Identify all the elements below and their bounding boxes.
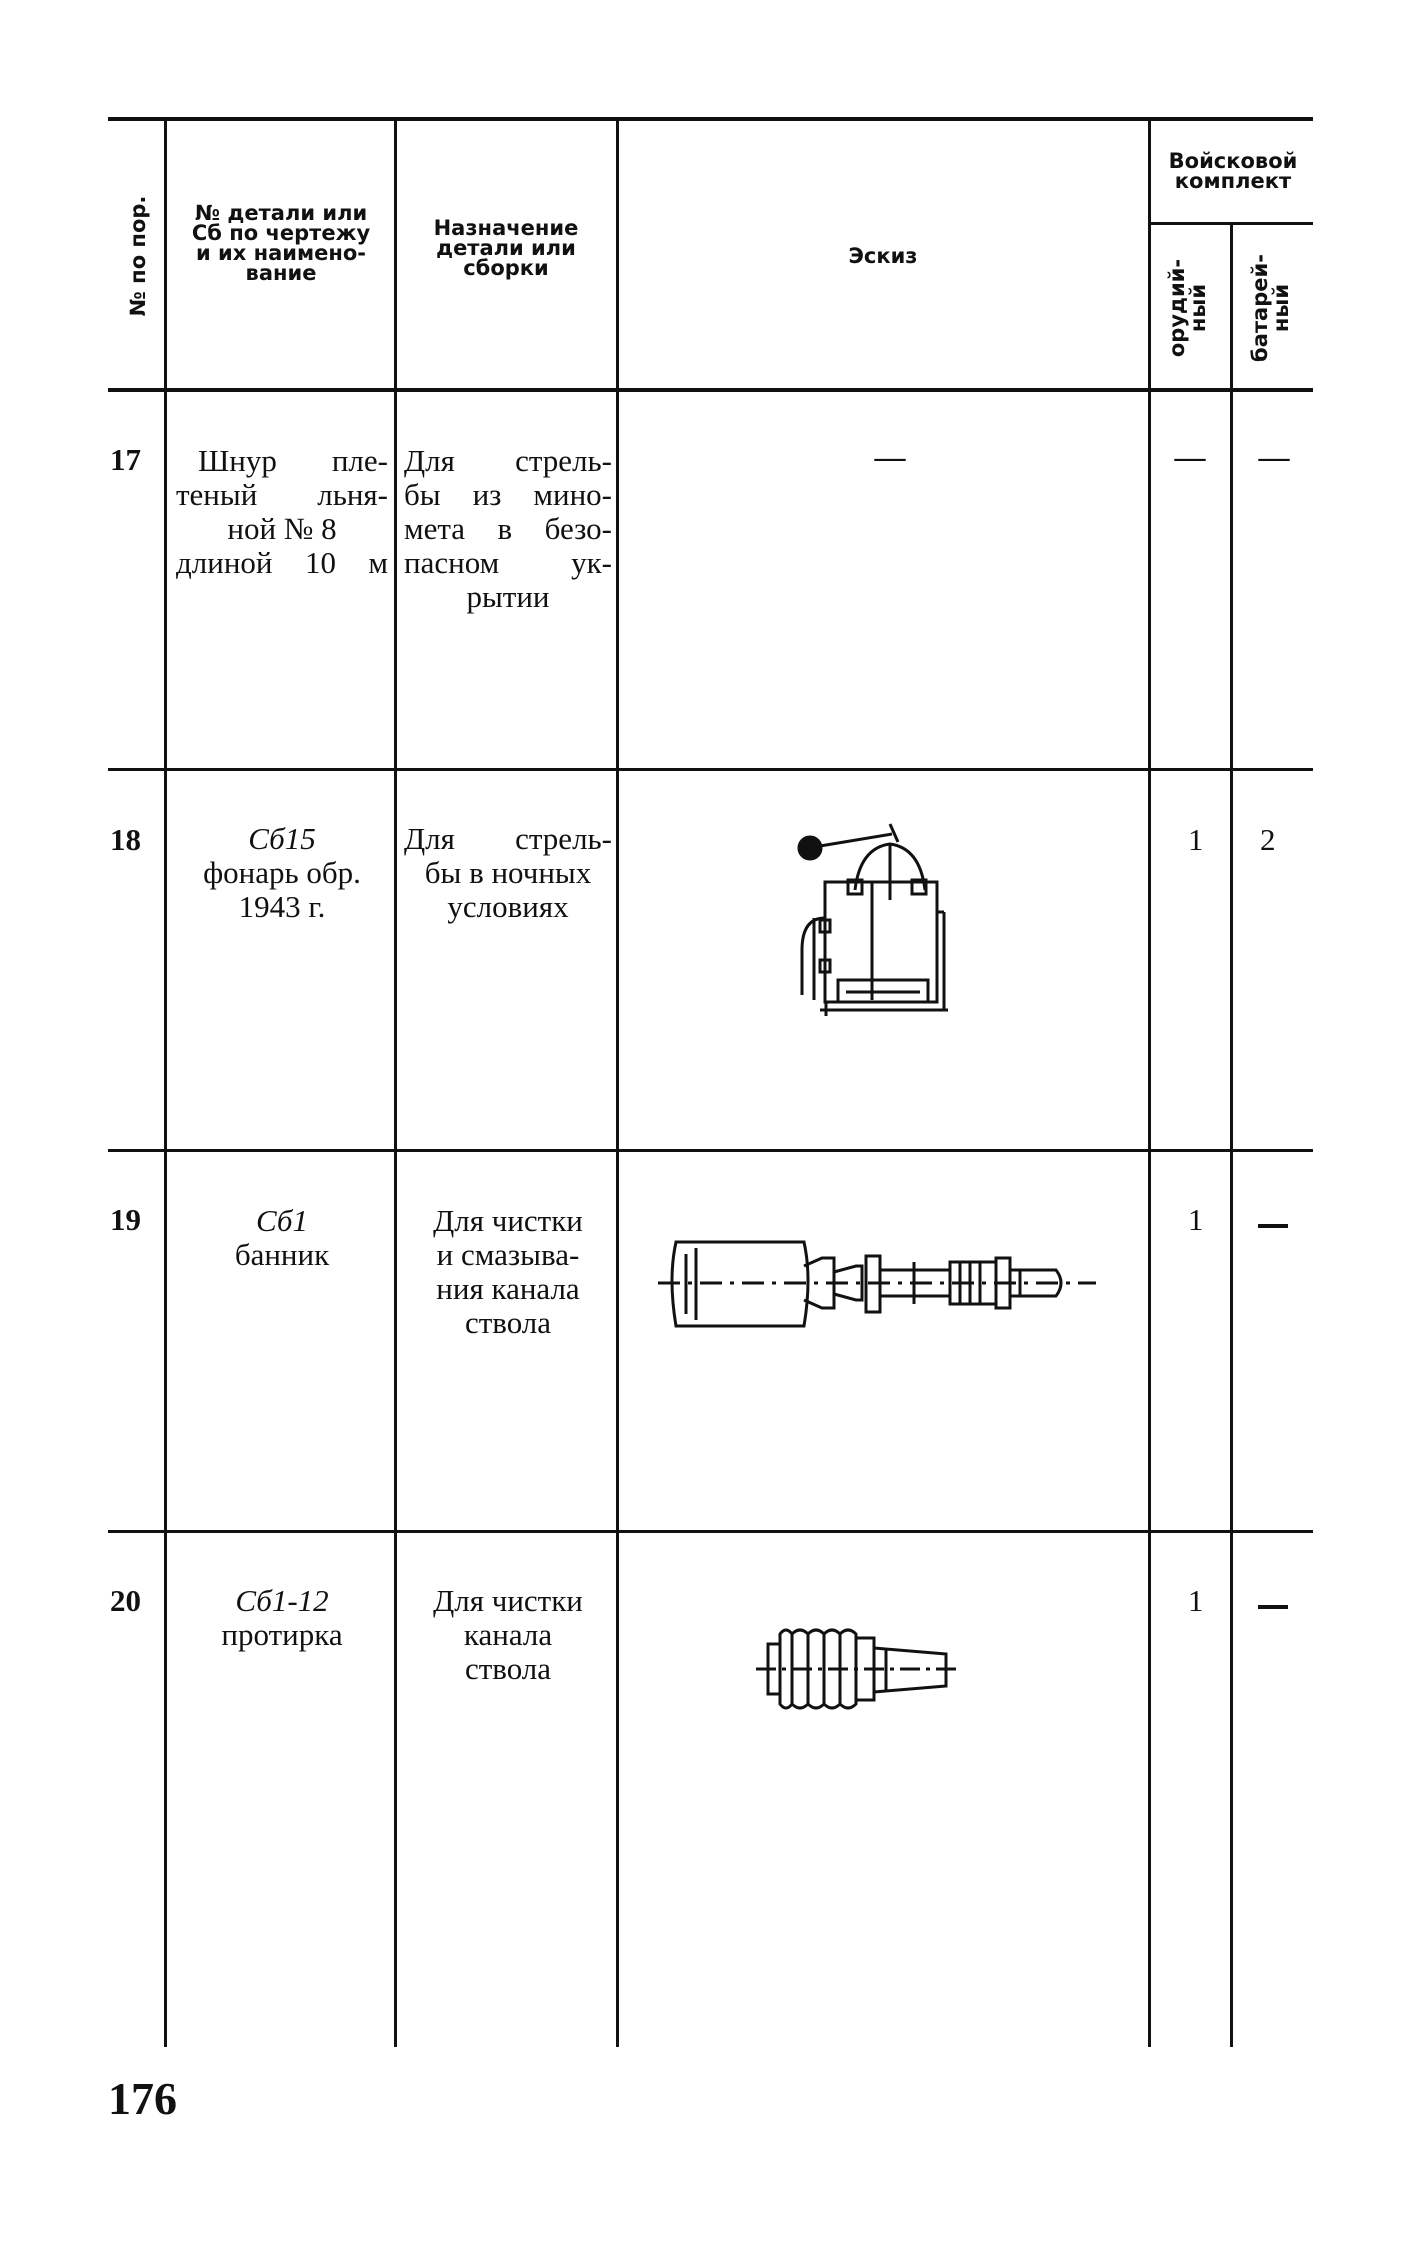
header-col-purpose: Назначение детали или сборки <box>433 216 579 280</box>
row-20-part-code: Сб1-12 <box>235 1583 329 1618</box>
row-19-purpose: Для чистки и смазыва- ния канала ствола <box>433 1203 583 1340</box>
row-17-number: 17 <box>110 442 141 477</box>
col-divider-3 <box>616 120 619 2047</box>
row-20-part: Сб1-12 протирка <box>176 1584 388 1652</box>
page-number: 176 <box>108 2073 177 2124</box>
bore-brush-sketch <box>658 1240 1096 1328</box>
row-17-battery-qty: — <box>1258 439 1290 474</box>
row-20-purpose: Для чистки канала ствола <box>433 1583 583 1686</box>
row-18-part-code: Сб15 <box>248 821 316 856</box>
lantern-sketch <box>797 823 948 1016</box>
row-19-part: Сб1 банник <box>176 1204 388 1272</box>
col-divider-5 <box>1230 222 1233 2047</box>
row-20-battery-dash <box>1258 1605 1288 1609</box>
col-divider-4 <box>1148 120 1151 2047</box>
row-19-part-code: Сб1 <box>256 1203 308 1238</box>
row-18-battery-qty: 2 <box>1260 822 1276 857</box>
row-18-purpose: Для стрель- бы в ночных условиях <box>404 821 612 924</box>
row-divider-19 <box>108 1149 1313 1152</box>
row-17-gun-qty: — <box>1174 439 1206 474</box>
row-19-battery-dash <box>1258 1224 1288 1228</box>
row-18-gun-qty: 1 <box>1188 822 1204 857</box>
table-top-rule <box>108 117 1313 121</box>
row-18-number: 18 <box>110 822 141 857</box>
wiper-sketch <box>756 1628 962 1710</box>
row-17-purpose: Для стрель- бы из мино- мета в безо- пас… <box>404 443 612 614</box>
header-col-gun: орудий- ный <box>1165 258 1210 358</box>
header-col-kit: Войсковой комплект <box>1168 149 1298 193</box>
col-divider-2 <box>394 120 397 2047</box>
row-17-part-name: Шнур пле- теный льня- ной № 8 длиной 10 … <box>176 443 388 580</box>
row-20-gun-qty: 1 <box>1188 1583 1204 1618</box>
row-18-part: Сб15 фонарь обр. 1943 г. <box>176 822 388 924</box>
row-17-sketch-dash: — <box>874 439 906 474</box>
row-divider-20 <box>108 1530 1313 1533</box>
header-col-sketch: Эскиз <box>848 244 918 268</box>
header-bottom-rule <box>108 388 1313 392</box>
col-divider-1 <box>164 120 167 2047</box>
row-19-number: 19 <box>110 1202 141 1237</box>
header-col-part: № детали или Сб по чертежу и их наимено-… <box>191 201 371 285</box>
row-divider-18 <box>108 768 1313 771</box>
row-20-number: 20 <box>110 1583 141 1618</box>
header-col-battery: батарей- ный <box>1248 254 1293 362</box>
row-19-gun-qty: 1 <box>1188 1202 1204 1237</box>
header-col-no: № по пор. <box>126 195 150 317</box>
